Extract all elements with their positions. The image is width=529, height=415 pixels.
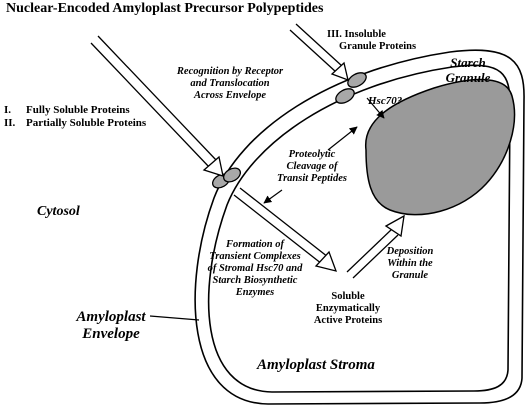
protein-class-3-line1: Insoluble — [344, 29, 386, 40]
cleavage-line-1: Proteolytic — [288, 149, 336, 160]
deposition-arrow — [346, 214, 405, 279]
hsc70-label: Hsc70? — [368, 95, 403, 107]
soluble-proteins-label: Soluble Enzymatically Active Proteins — [298, 291, 398, 327]
amyloplast-envelope-outer — [194, 49, 525, 405]
protein-class-2-label: Partially Soluble Proteins — [26, 117, 147, 129]
envelope-line-2: Envelope — [82, 326, 140, 343]
envelope-pore-right — [335, 72, 367, 104]
stroma-label: Amyloplast Stroma — [257, 357, 375, 373]
envelope-label: Amyloplast Envelope — [66, 309, 156, 344]
protein-class-3-num: III. — [327, 29, 342, 40]
cleavage-arrow-up — [327, 126, 358, 151]
starch-line-1: Starch — [450, 55, 486, 70]
deposition-line-3: Granule — [391, 270, 429, 282]
hsc70-arrow — [366, 97, 385, 119]
import-arrow-insoluble — [289, 23, 349, 82]
protein-class-2-num: II. — [4, 117, 16, 129]
formation-line-2: Transient Complexes — [209, 251, 301, 263]
protein-class-1-label: Fully Soluble Proteins — [26, 104, 130, 116]
protein-class-1-num: I. — [4, 104, 12, 116]
protein-class-1: I. Fully Soluble Proteins — [4, 104, 130, 117]
formation-line-5: Enzymes — [235, 287, 275, 299]
starch-granule — [365, 78, 516, 216]
import-arrow-soluble — [90, 35, 224, 177]
envelope-line-1: Amyloplast — [76, 309, 146, 325]
envelope-pointer — [149, 315, 200, 321]
soluble-line-3: Active Proteins — [313, 315, 383, 327]
recognition-line-1: Recognition by Receptor — [176, 66, 284, 77]
protein-class-2: II. Partially Soluble Proteins — [4, 117, 146, 130]
diagram-title: Nuclear-Encoded Amyloplast Precursor Pol… — [6, 1, 324, 16]
formation-line-1: Formation of — [225, 239, 285, 250]
formation-line-3: of Stromal Hsc70 and — [207, 263, 303, 275]
recognition-line-2: and Translocation — [190, 78, 270, 90]
cleavage-line-2: Cleavage of — [286, 161, 338, 173]
starch-granule-label: Starch Granule — [438, 55, 498, 86]
deposition-label: Deposition Within the Granule — [374, 246, 446, 282]
formation-label: Formation of Transient Complexes of Stro… — [196, 239, 314, 299]
formation-line-4: Starch Biosynthetic — [212, 275, 298, 287]
cleavage-line-3: Transit Peptides — [277, 173, 347, 185]
cleavage-arrow-down — [263, 189, 283, 204]
protein-class-3: III. Insoluble Granule Proteins — [327, 29, 416, 53]
cytosol-label: Cytosol — [37, 204, 80, 219]
stroma-arrow-to-soluble — [233, 187, 338, 272]
soluble-line-1: Soluble — [331, 291, 365, 302]
deposition-line-1: Deposition — [386, 246, 434, 257]
recognition-label: Recognition by Receptor and Translocatio… — [165, 66, 295, 102]
envelope-pore-left — [211, 167, 242, 189]
recognition-line-3: Across Envelope — [193, 90, 267, 102]
deposition-line-2: Within the — [387, 258, 433, 270]
protein-class-3-line2: Granule Proteins — [339, 41, 417, 53]
cleavage-label: Proteolytic Cleavage of Transit Peptides — [266, 149, 358, 185]
soluble-line-2: Enzymatically — [315, 303, 381, 315]
starch-line-2: Granule — [445, 69, 491, 85]
